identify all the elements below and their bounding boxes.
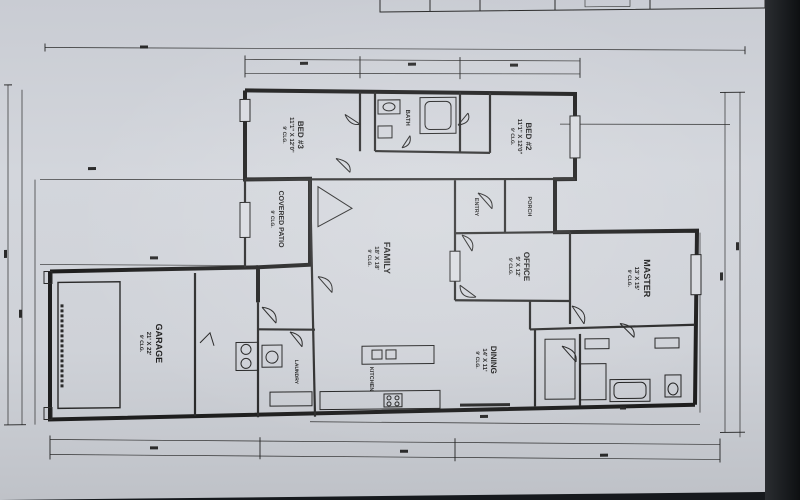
room-dims: 14' X 11' (481, 348, 487, 372)
room-name: GARAGE (154, 324, 164, 364)
garage-door (43, 270, 121, 421)
interior-walls (193, 92, 696, 418)
door-swing-icon (619, 323, 635, 338)
window-icon (449, 250, 461, 282)
room-label-garage: GARAGE 21' X 22' 9' CLG. (138, 324, 164, 364)
fixtures (199, 96, 682, 411)
room-labels: BED #3 11'1" X 12'0" 9' CLG. BED #2 11'1… (138, 110, 652, 392)
door-swing-icon (344, 113, 361, 126)
door-swing-icon (459, 284, 477, 298)
room-name: PORCH (526, 196, 532, 216)
door-swing-icon (335, 157, 351, 173)
room-name: BATH (404, 110, 410, 126)
room-name: MASTER (642, 259, 652, 298)
room-note: 9' CLG. (626, 270, 632, 288)
laundry-appliances (235, 341, 259, 372)
room-name: COVERED PATIO (277, 191, 284, 249)
door-swing-icon (561, 345, 577, 363)
window-icon (569, 115, 581, 159)
dimension-ticks (4, 43, 746, 463)
toilet-icon (382, 102, 396, 112)
toilet-icon (664, 374, 682, 398)
room-label-dining: DINING 14' X 11' 9' CLG. (474, 346, 498, 374)
door-swing-icon (457, 112, 470, 126)
room-name: DINING (489, 346, 498, 374)
door-swings (261, 112, 635, 363)
room-name: ENTRY (473, 198, 479, 217)
room-label-office: OFFICE 9' X 12' 9' CLG. (507, 252, 531, 282)
room-label-entry: ENTRY (473, 198, 479, 217)
room-label-bed3: BED #3 11'1" X 12'0" 9' CLG. (281, 117, 305, 153)
room-label-bed2: BED #2 11'1" X 12'0" 9' CLG. (509, 119, 533, 155)
room-note: 9' CLG. (507, 258, 513, 276)
room-dims: 9' X 12' (514, 256, 520, 277)
room-note: 9' CLG. (281, 126, 287, 144)
room-note: 9' CLG. (269, 210, 275, 228)
room-note: 9' CLG. (474, 351, 480, 369)
range-icon (383, 393, 403, 408)
door-swing-icon (461, 234, 474, 252)
bathtub-icon (609, 378, 651, 403)
dimension-text-marks (4, 45, 739, 457)
room-note: 9' CLG. (138, 335, 144, 353)
room-note: 9' CLG. (509, 128, 515, 146)
bathtub-icon (419, 96, 457, 135)
sink-icon (371, 349, 383, 360)
door-swing-icon (261, 306, 277, 324)
monitor-bezel (765, 0, 800, 500)
door-swing-icon (317, 276, 333, 293)
title-block (379, 0, 766, 13)
door-swing-icon (401, 135, 411, 149)
room-label-porch: PORCH (526, 196, 532, 216)
room-label-bath: BATH (404, 110, 410, 126)
room-dims: 13' X 15' (633, 267, 639, 291)
window-icon (239, 201, 251, 238)
sink-icon (377, 125, 393, 139)
room-label-kitchen: KITCHEN (368, 367, 374, 392)
window-icon (239, 98, 251, 122)
title-logo-icon (584, 0, 631, 8)
sink-icon (385, 349, 397, 360)
floor-plan-drawing: BED #3 11'1" X 12'0" 9' CLG. BED #2 11'1… (4, 0, 766, 463)
room-label-patio: COVERED PATIO 9' CLG. (269, 191, 284, 249)
door-swing-icon (289, 331, 303, 348)
room-label-family: FAMILY 18' X 18' 9' CLG. (366, 242, 392, 274)
bathtub-icon (424, 100, 452, 130)
room-name: FAMILY (382, 242, 392, 274)
sink-icon (584, 338, 610, 350)
room-dims: 11'1" X 12'0" (516, 119, 522, 155)
room-dims: 21' X 22' (145, 332, 151, 356)
window-icon (690, 254, 702, 296)
door-swing-icon (571, 305, 586, 325)
toilet-icon (377, 99, 401, 115)
sink-icon (654, 337, 680, 349)
windows (239, 98, 702, 296)
kitchen-island (361, 344, 435, 365)
room-name: LAUNDRY (293, 360, 299, 385)
room-note: 9' CLG. (366, 249, 372, 267)
room-dims: 18' X 18' (373, 246, 379, 270)
room-name: BED #2 (524, 122, 533, 151)
room-dims: 11'1" X 12'0" (288, 117, 294, 153)
room-name: OFFICE (522, 252, 531, 282)
room-label-master: MASTER 13' X 15' 9' CLG. (626, 259, 652, 298)
room-name: KITCHEN (368, 367, 374, 392)
door-swing-icon (477, 192, 493, 210)
room-name: BED #3 (296, 121, 305, 150)
door-swing-icon (317, 185, 353, 228)
kitchen-counter (319, 389, 441, 411)
monitor-screen: BED #3 11'1" X 12'0" 9' CLG. BED #2 11'1… (0, 0, 770, 500)
room-label-laundry: LAUNDRY (293, 360, 299, 385)
